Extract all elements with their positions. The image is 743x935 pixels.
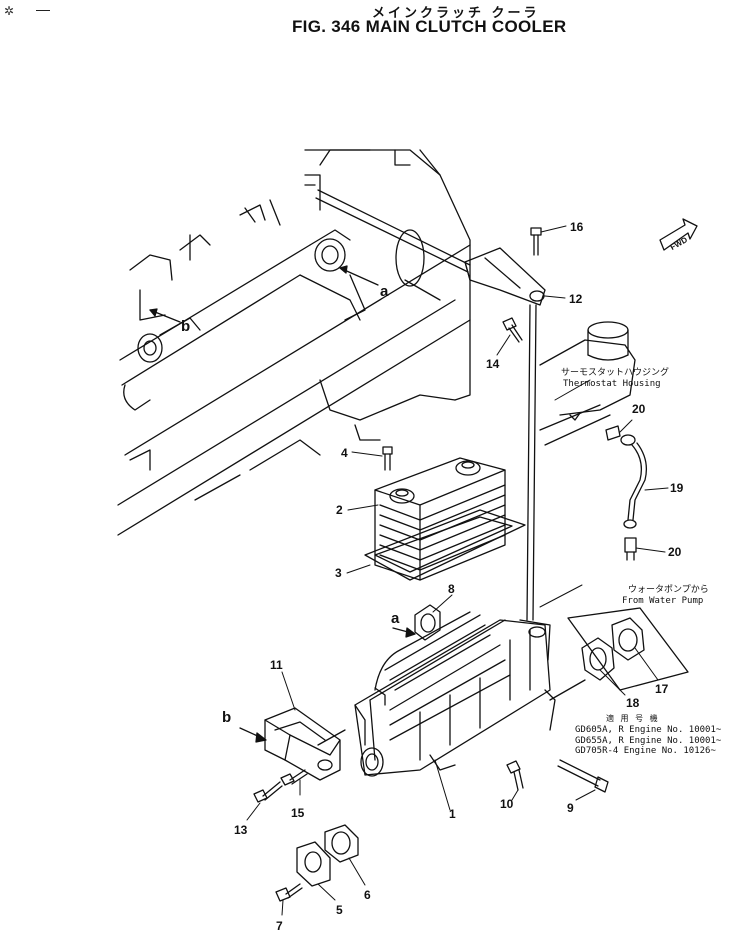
callout-19: 19 <box>670 481 684 495</box>
bolt-10 <box>506 760 524 791</box>
callout-20-upper: 20 <box>632 402 646 416</box>
corner-mark-icon: ✲ <box>4 4 15 18</box>
callout-20-lower: 20 <box>668 545 682 559</box>
callout-2: 2 <box>336 503 343 517</box>
bolt-15 <box>280 769 308 786</box>
gasket-17 <box>611 617 645 661</box>
bolt-14 <box>502 317 523 343</box>
fitting-20-lower <box>623 519 637 561</box>
ref-label-a-lower: a <box>391 610 400 627</box>
bolt-13 <box>253 781 283 803</box>
oil-pipe-lower-edge <box>315 197 469 273</box>
bracket-11 <box>264 707 346 781</box>
return-pipe-edge <box>532 304 537 621</box>
title-japanese: メインクラッチ クーラ <box>372 6 540 21</box>
pump-connection <box>549 679 586 701</box>
bolt-4 <box>382 446 393 471</box>
callout-1: 1 <box>449 807 456 821</box>
callout-16: 16 <box>570 220 584 234</box>
ref-label-a-upper: a <box>380 283 389 300</box>
fwd-arrow-icon <box>659 218 698 251</box>
thermostat-label-jp: サーモスタットハウジング <box>561 368 670 378</box>
serial-row: GD655A, R Engine No. 10001~ <box>575 735 722 746</box>
fwd-label: FWD <box>669 235 689 252</box>
corner-dash <box>36 10 50 11</box>
serial-table-heading: 適 用 号 機 <box>606 714 660 723</box>
gasket-8 <box>414 604 441 641</box>
pump-label-en: From Water Pump <box>622 596 704 606</box>
ref-label-b-upper: b <box>181 318 190 335</box>
gasket-3 <box>364 509 526 581</box>
bolt-7 <box>275 883 303 902</box>
leader-lines <box>246 225 669 916</box>
page-title: FIG. 346 MAIN CLUTCH COOLER <box>292 17 567 36</box>
callout-6: 6 <box>364 888 371 902</box>
callout-10: 10 <box>500 797 514 811</box>
thermostat-label-en: Thermostat Housing <box>563 379 661 389</box>
fitting-20-upper <box>605 425 636 446</box>
plate-5 <box>296 841 331 887</box>
callout-18: 18 <box>626 696 640 710</box>
callout-3: 3 <box>335 566 342 580</box>
callout-9: 9 <box>567 801 574 815</box>
cooler-body-1 <box>354 611 556 777</box>
callout-15: 15 <box>291 806 305 820</box>
serial-table: GD605A, R Engine No. 10001~ GD655A, R En… <box>575 725 721 757</box>
ref-arrow-a-lower <box>392 627 409 633</box>
callout-13: 13 <box>234 823 248 837</box>
hose-19 <box>627 442 648 521</box>
serial-row: GD605A, R Engine No. 10001~ <box>575 725 722 735</box>
callout-5: 5 <box>336 903 343 917</box>
detail-box <box>567 607 689 691</box>
bolt-16 <box>530 227 542 256</box>
return-pipe <box>526 304 531 621</box>
callout-12: 12 <box>569 292 583 306</box>
gasket-6 <box>324 824 359 863</box>
callout-4: 4 <box>341 446 348 460</box>
callout-7: 7 <box>276 919 283 933</box>
ref-label-b-lower: b <box>222 709 231 726</box>
bolt-9 <box>557 759 609 793</box>
callout-17: 17 <box>655 682 669 696</box>
oil-pipe <box>317 189 471 266</box>
callout-11: 11 <box>270 658 283 672</box>
pump-label-jp: ウォータポンプから <box>628 585 709 595</box>
callout-14: 14 <box>486 357 500 371</box>
engine-block <box>117 149 471 536</box>
gasket-18 <box>581 637 615 681</box>
callout-8: 8 <box>448 582 455 596</box>
serial-row: GD705R-4 Engine No. 10126~ <box>575 746 716 756</box>
thermostat-housing <box>539 321 636 446</box>
bracket-12 <box>464 247 546 306</box>
